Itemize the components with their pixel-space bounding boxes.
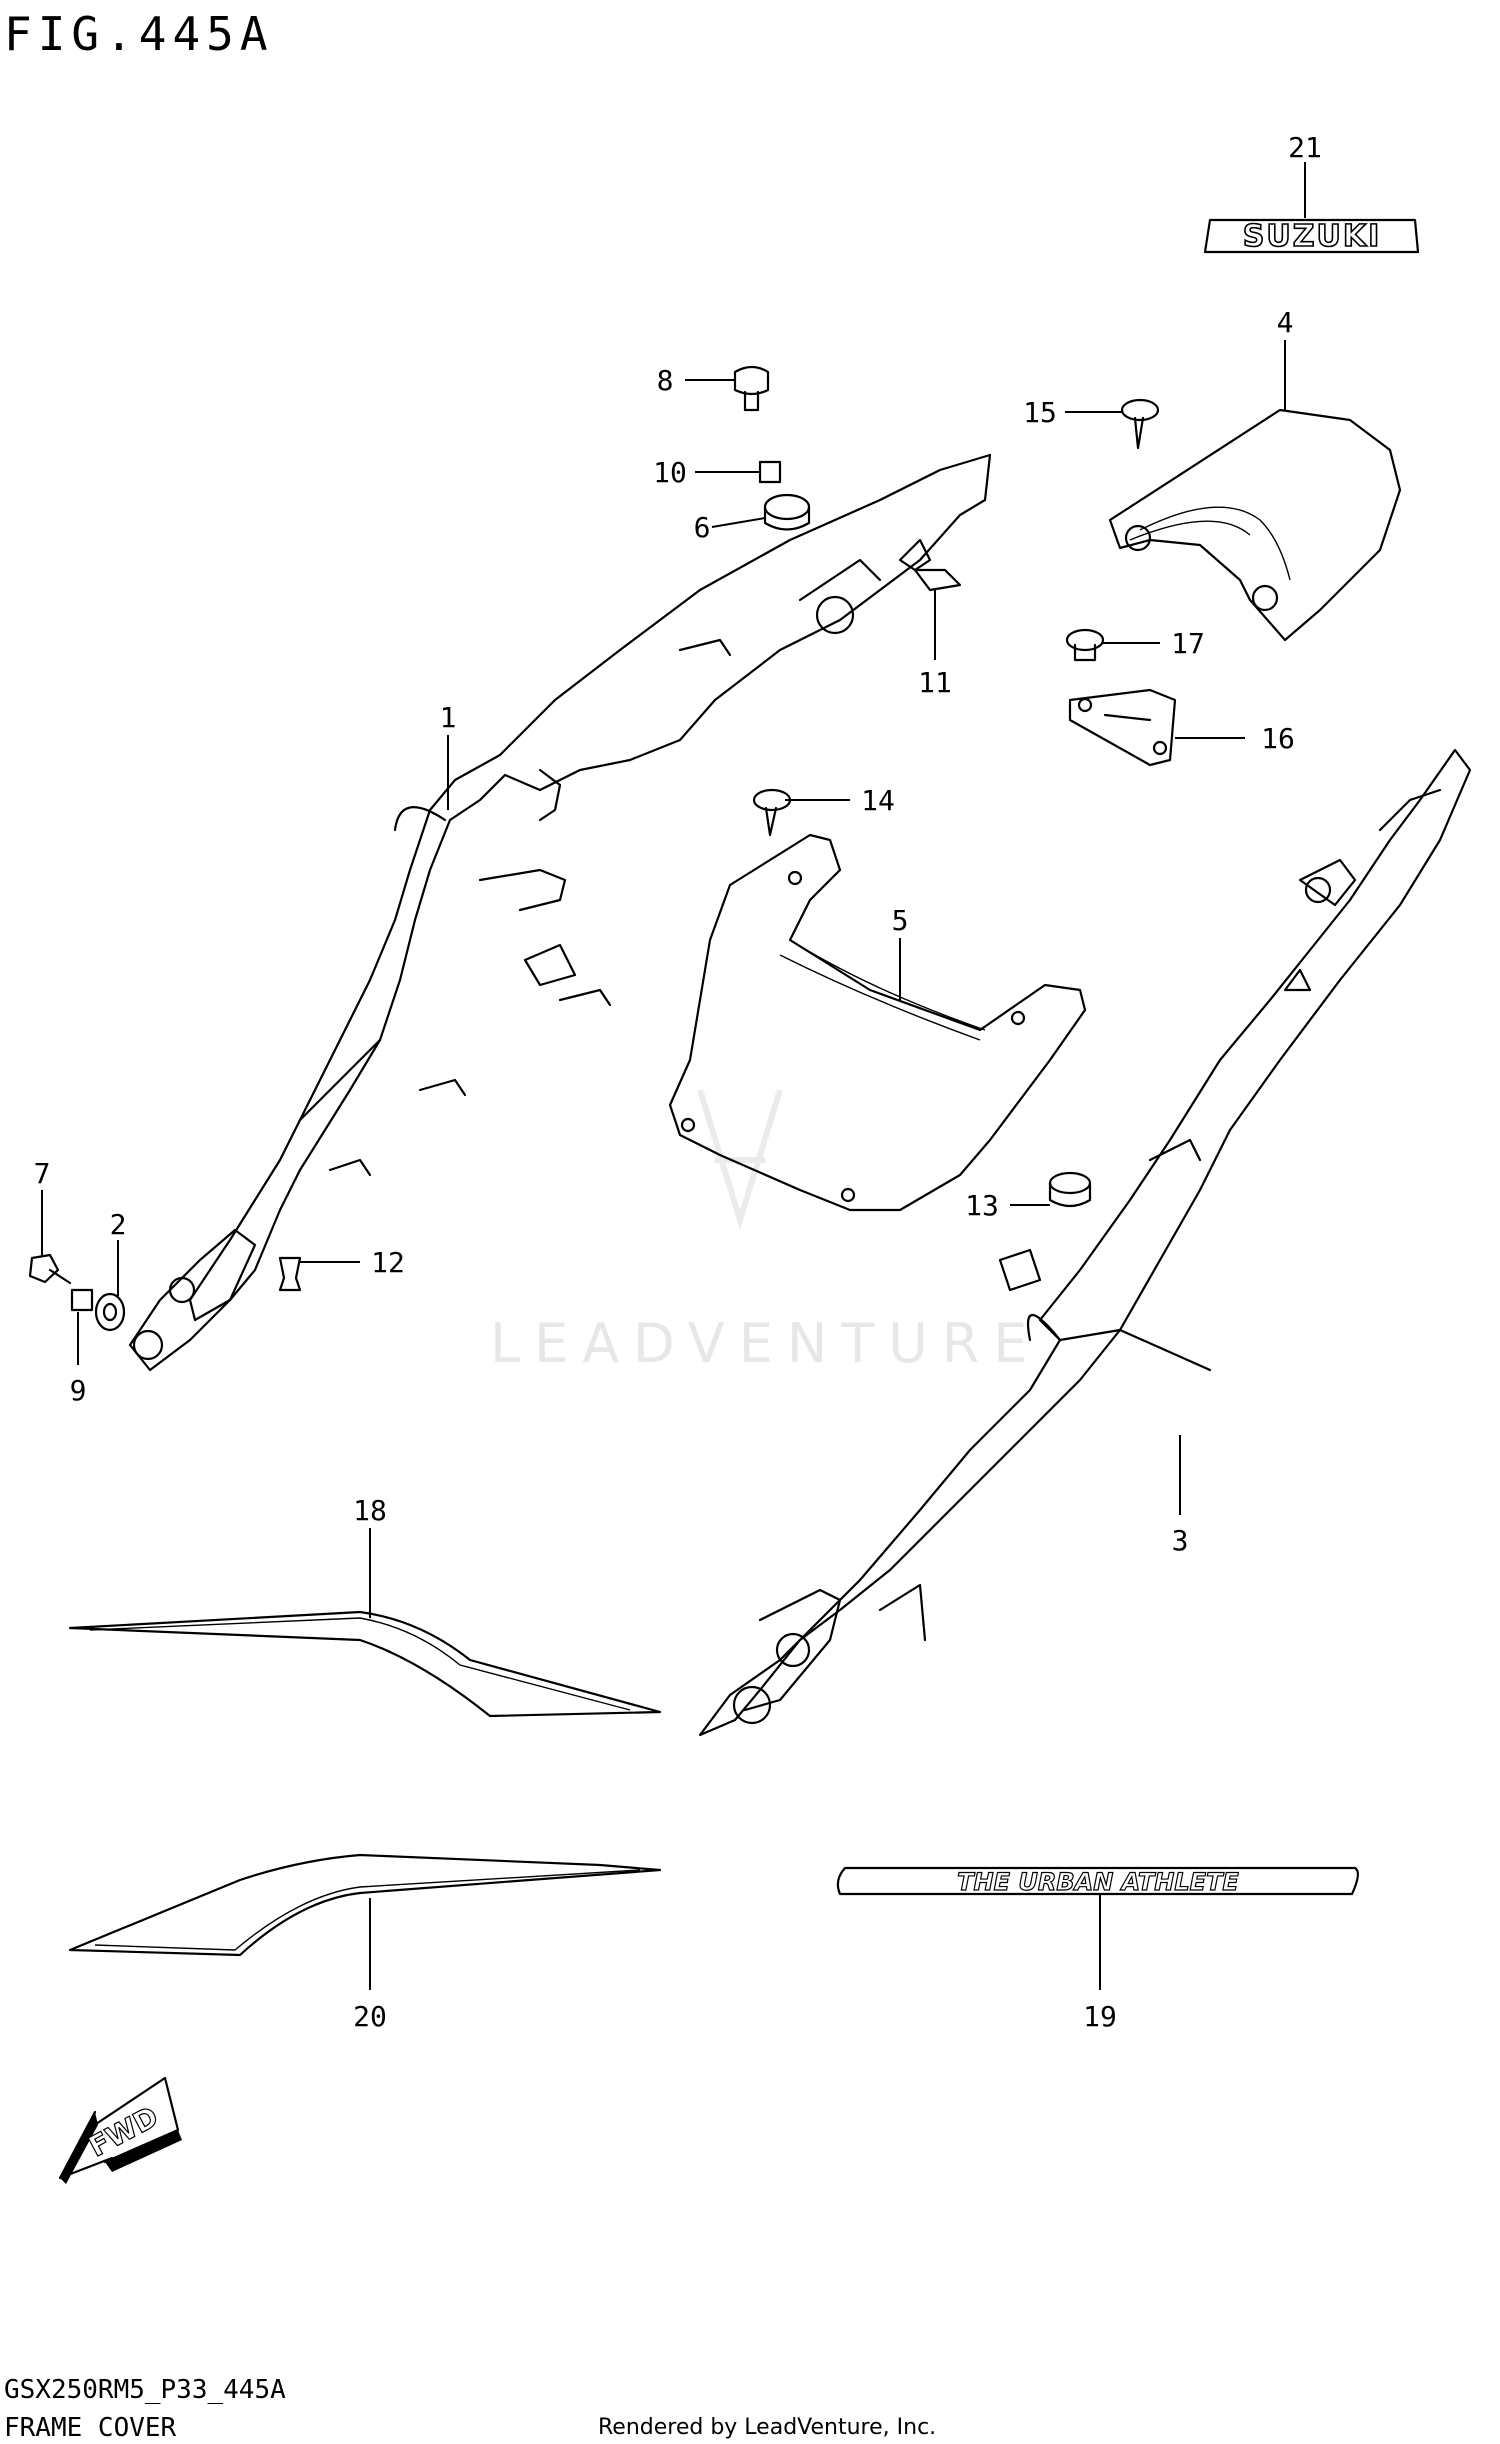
watermark: LEADVENTURE (490, 1089, 1041, 1375)
callout-1[interactable]: 1 (440, 701, 457, 734)
callout-16[interactable]: 16 (1261, 722, 1295, 755)
part-6-grommet[interactable] (763, 493, 811, 531)
callout-7[interactable]: 7 (34, 1157, 51, 1190)
part-1-frame-cover-left[interactable] (128, 453, 992, 1372)
callout-15[interactable]: 15 (1023, 396, 1057, 429)
render-credit: Rendered by LeadVenture, Inc. (598, 2415, 936, 2440)
part-16-bracket[interactable] (1068, 688, 1177, 767)
fwd-arrow-icon: FWD (58, 2076, 182, 2184)
part-10-collar[interactable] (758, 460, 782, 484)
part-14-screw[interactable] (752, 788, 792, 837)
part-2-grommet[interactable] (94, 1292, 126, 1332)
part-13-grommet[interactable] (1048, 1171, 1092, 1208)
callout-5[interactable]: 5 (892, 904, 909, 937)
callout-10[interactable]: 10 (653, 456, 687, 489)
callout-8[interactable]: 8 (657, 364, 674, 397)
part-12-fastener[interactable] (278, 1256, 302, 1292)
part-4-rear-cover[interactable] (1108, 408, 1402, 642)
callout-3[interactable]: 3 (1172, 1524, 1189, 1557)
part-15-screw[interactable] (1120, 398, 1160, 450)
part-18-stripe[interactable] (68, 1610, 662, 1718)
part-7-bolt[interactable] (28, 1253, 72, 1285)
callout-labels: 1 2 3 4 5 6 7 8 9 10 11 12 13 14 15 16 1… (34, 131, 1322, 2033)
callout-4[interactable]: 4 (1277, 306, 1294, 339)
part-21-suzuki-emblem[interactable]: SUZUKI (1203, 218, 1420, 255)
callout-12[interactable]: 12 (371, 1246, 405, 1279)
callout-2[interactable]: 2 (110, 1208, 127, 1241)
callout-18[interactable]: 18 (353, 1494, 387, 1527)
urban-athlete-decal-text: THE URBAN ATHLETE (957, 1868, 1239, 1896)
callout-20[interactable]: 20 (353, 2000, 387, 2033)
callout-17[interactable]: 17 (1171, 627, 1205, 660)
part-19-urban-athlete-decal[interactable]: THE URBAN ATHLETE (836, 1866, 1359, 1897)
leader-lines (41, 162, 1306, 1990)
callout-6[interactable]: 6 (694, 511, 711, 544)
model-code: GSX250RM5_P33_445A (4, 2375, 286, 2405)
figure-title: FIG.445A (4, 7, 274, 61)
part-3-frame-cover-right[interactable] (698, 748, 1472, 1737)
callout-21[interactable]: 21 (1288, 131, 1322, 164)
callout-14[interactable]: 14 (861, 784, 895, 817)
callout-13[interactable]: 13 (965, 1189, 999, 1222)
callout-9[interactable]: 9 (70, 1374, 87, 1407)
part-20-stripe[interactable] (68, 1853, 662, 1957)
section-name: FRAME COVER (4, 2413, 177, 2443)
part-5-center-cover[interactable] (668, 833, 1087, 1212)
callout-19[interactable]: 19 (1083, 2000, 1117, 2033)
watermark-text: LEADVENTURE (490, 1312, 1041, 1375)
callout-11[interactable]: 11 (918, 666, 952, 699)
part-9-collar[interactable] (70, 1288, 94, 1312)
part-8-bolt[interactable] (733, 365, 770, 412)
suzuki-emblem-text: SUZUKI (1243, 219, 1382, 254)
part-11-clip-nut[interactable] (913, 568, 962, 592)
part-17-bolt[interactable] (1065, 628, 1105, 662)
